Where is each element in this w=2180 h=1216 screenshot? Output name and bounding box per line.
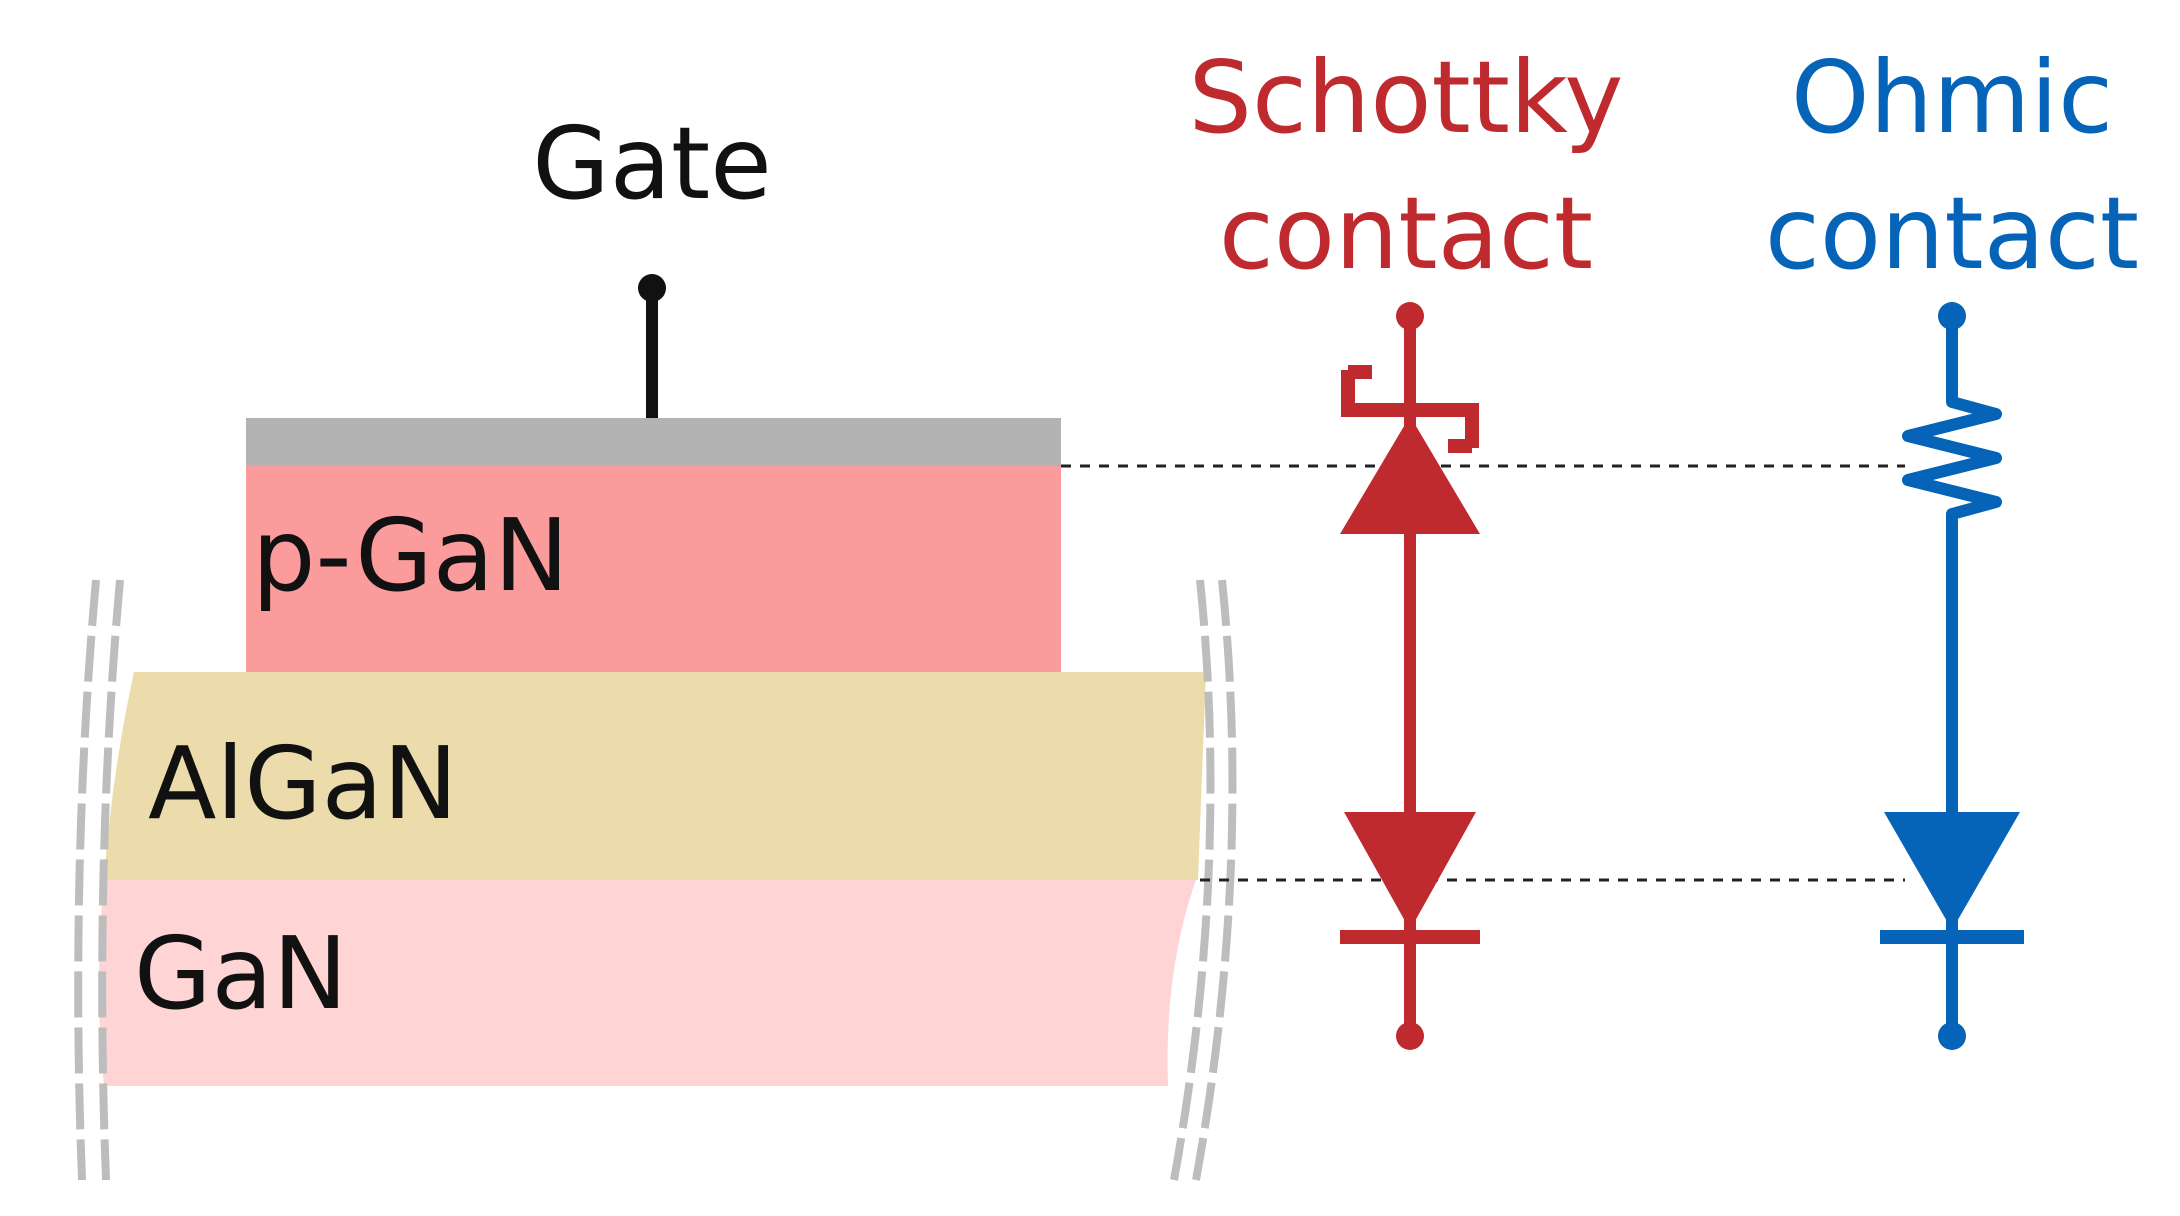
pgan-layer [246, 466, 1061, 672]
schottky-bottom-terminal [1396, 1022, 1424, 1050]
ohmic-circuit [1880, 302, 2024, 1050]
gate-metal [246, 418, 1061, 466]
schottky-diode-bar [1341, 370, 1479, 448]
left-break-marks [74, 579, 124, 1181]
schottky-circuit [1340, 302, 1480, 1050]
schottky-label-line1: Schottky [1189, 39, 1624, 156]
gate-terminal [638, 274, 666, 302]
algan-layer [104, 672, 1206, 880]
right-break-marks [1170, 579, 1237, 1181]
schottky-label-line2: contact [1219, 175, 1593, 292]
ohmic-resistor [1902, 396, 2002, 520]
ohmic-label-line1: Ohmic [1791, 39, 2113, 156]
ohmic-label-line2: contact [1765, 175, 2139, 292]
gan-label: GaN [134, 915, 348, 1032]
ohmic-diode-triangle [1884, 812, 2020, 930]
gate-label: Gate [532, 105, 772, 222]
schottky-diode-triangle [1340, 416, 1480, 534]
schottky-lower-diode-triangle [1344, 812, 1476, 930]
ohmic-top-terminal [1938, 302, 1966, 330]
ohmic-bottom-terminal [1938, 1022, 1966, 1050]
gan-layer [99, 880, 1196, 1086]
schottky-top-terminal [1396, 302, 1424, 330]
algan-label: AlGaN [148, 725, 458, 842]
pgan-label: p-GaN [252, 497, 569, 614]
